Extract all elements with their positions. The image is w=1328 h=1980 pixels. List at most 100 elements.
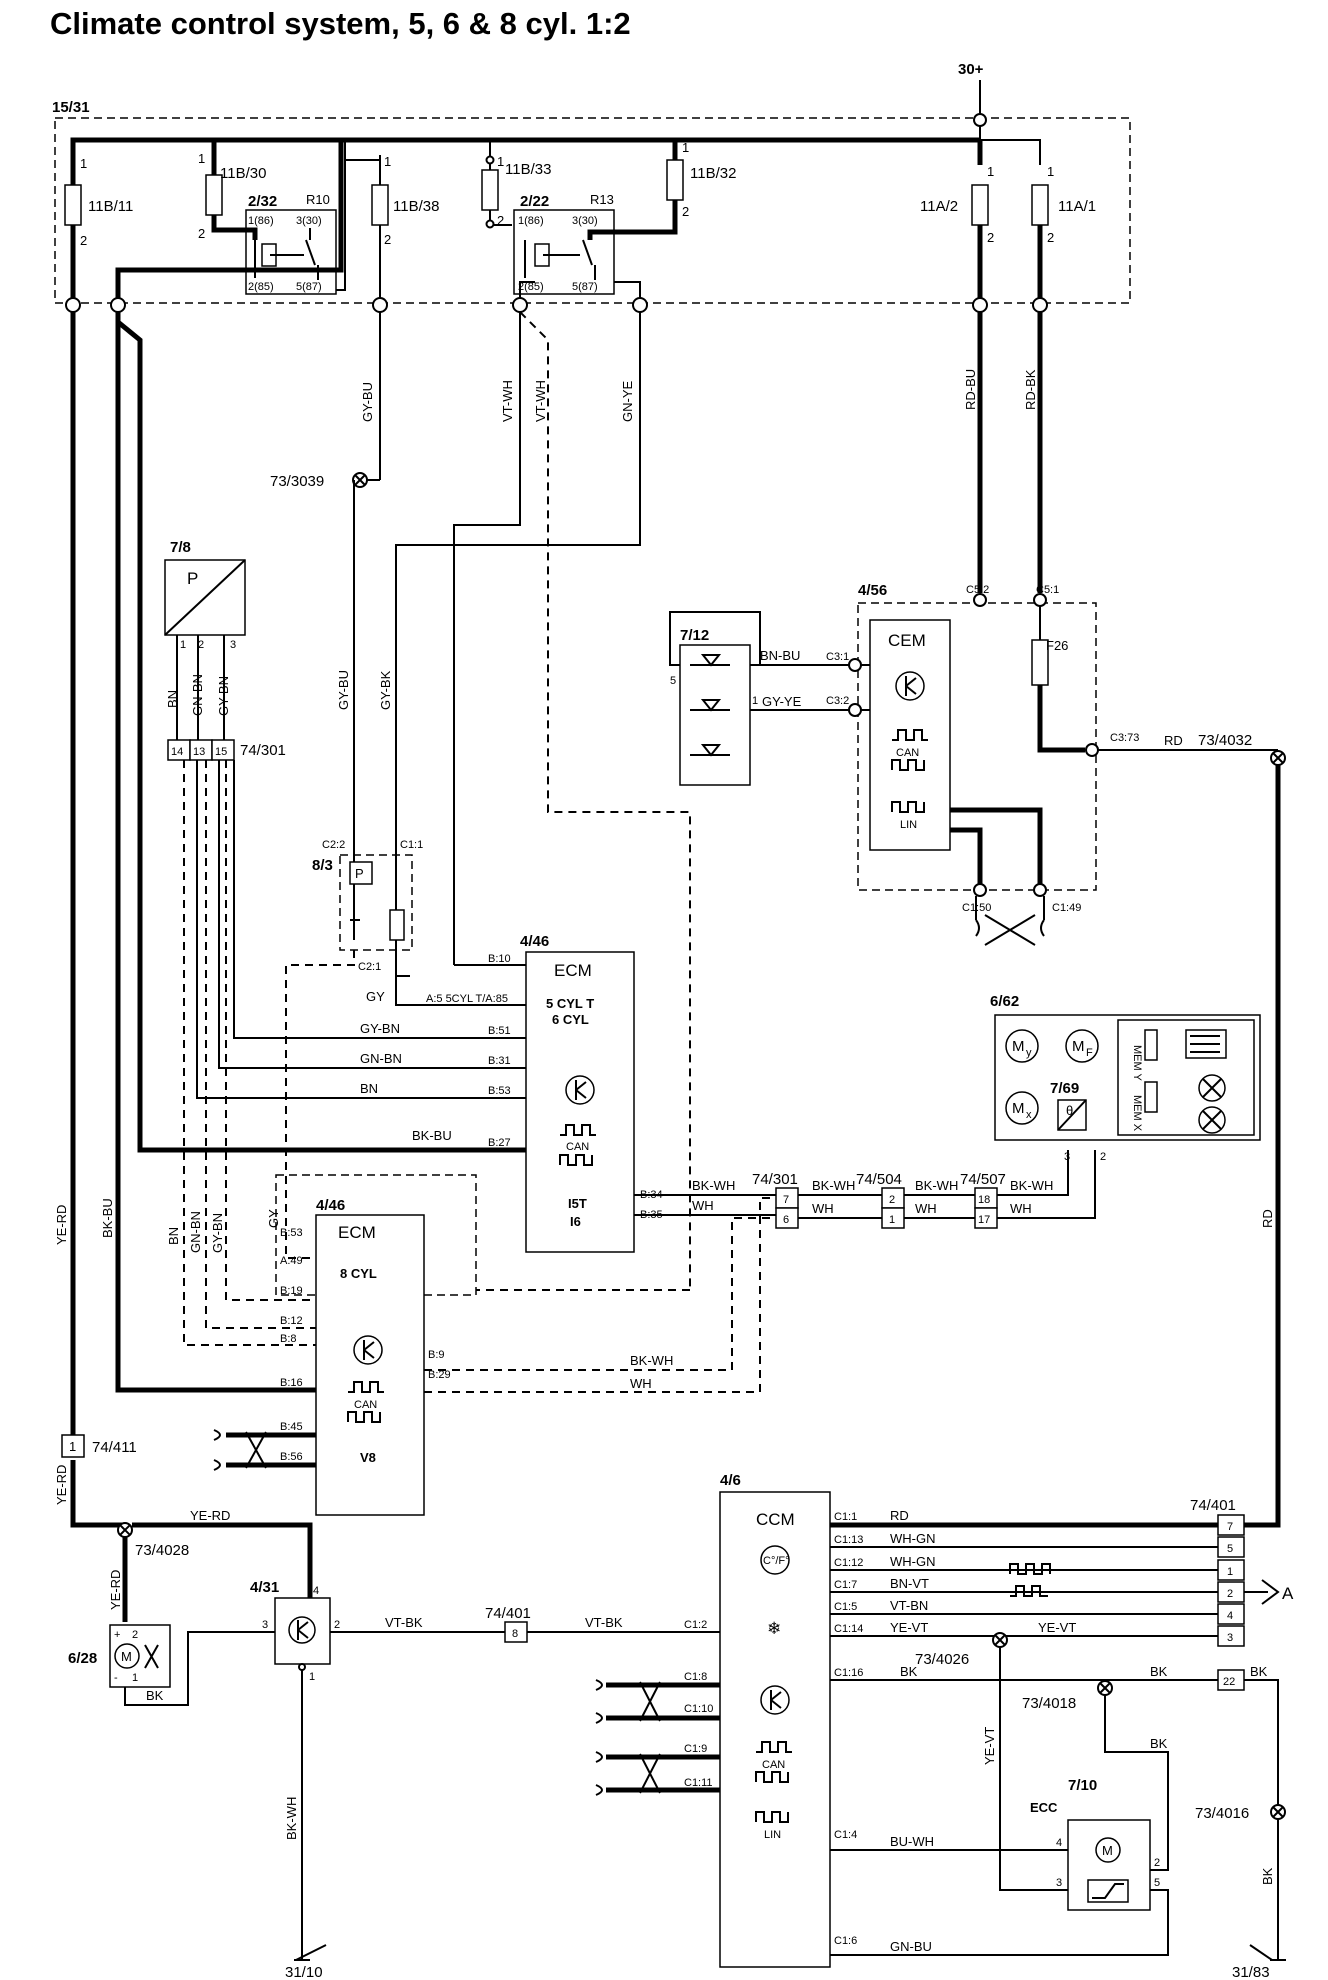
- svg-text:GN-YE: GN-YE: [620, 381, 635, 423]
- svg-text:GY-BU: GY-BU: [336, 670, 351, 710]
- svg-text:5 CYL T: 5 CYL T: [546, 996, 594, 1011]
- svg-text:RD-BU: RD-BU: [963, 369, 978, 410]
- svg-text:BK-WH: BK-WH: [1010, 1178, 1053, 1193]
- wires-from-7-8: BN GN-BN GY-BN: [165, 635, 231, 740]
- wires-to-ecm-56: BN GN-BN GY-BN GY BN GN-BN GY-BN: [166, 760, 526, 1346]
- svg-text:C1:1: C1:1: [400, 839, 423, 851]
- svg-text:CAN: CAN: [354, 1399, 377, 1411]
- svg-text:7/8: 7/8: [170, 539, 191, 556]
- svg-text:❄: ❄: [767, 1619, 781, 1638]
- svg-text:BK-WH: BK-WH: [630, 1353, 673, 1368]
- svg-text:74/507: 74/507: [960, 1171, 1006, 1188]
- svg-text:C1:8: C1:8: [684, 1671, 707, 1683]
- fuse-label: 11B/11: [88, 198, 133, 215]
- svg-text:V8: V8: [360, 1450, 376, 1465]
- svg-text:CAN: CAN: [896, 747, 919, 759]
- pressure-sensor-7-8: 7/8 P 1 2 3: [164, 539, 246, 651]
- svg-text:18: 18: [978, 1194, 990, 1206]
- svg-text:BK: BK: [1150, 1664, 1168, 1679]
- svg-text:VT-BN: VT-BN: [890, 1598, 928, 1613]
- svg-text:C3:73: C3:73: [1110, 732, 1139, 744]
- fuse-label: 11B/33: [505, 161, 551, 178]
- conn-74-401-b: 74/401 7 5 1 2 4 3 22 A BK 73/4016 BK 31…: [1190, 1497, 1294, 1980]
- svg-text:2: 2: [132, 1629, 138, 1641]
- svg-text:5(87): 5(87): [296, 281, 322, 293]
- svg-text:2: 2: [384, 232, 391, 247]
- svg-text:7/12: 7/12: [680, 627, 709, 644]
- svg-text:C1:9: C1:9: [684, 1743, 707, 1755]
- supply-label: 30+: [958, 61, 984, 78]
- svg-text:GY: GY: [266, 1209, 281, 1228]
- svg-text:C5:1: C5:1: [1036, 584, 1059, 596]
- svg-text:A:5 5CYL T/A:85: A:5 5CYL T/A:85: [426, 993, 508, 1005]
- svg-text:GY-YE: GY-YE: [762, 694, 802, 709]
- svg-text:1: 1: [1047, 164, 1054, 179]
- svg-text:MEM X: MEM X: [1131, 1095, 1143, 1132]
- svg-text:2: 2: [1047, 230, 1054, 245]
- svg-text:2: 2: [1100, 1151, 1106, 1163]
- svg-text:θ: θ: [1066, 1103, 1073, 1118]
- relay-id: 2/32: [248, 193, 277, 210]
- svg-text:8 CYL: 8 CYL: [340, 1266, 377, 1281]
- svg-text:C1:11: C1:11: [684, 1777, 713, 1789]
- svg-text:C1:7: C1:7: [834, 1579, 857, 1591]
- svg-text:15: 15: [215, 746, 227, 758]
- svg-text:WH: WH: [812, 1201, 834, 1216]
- svg-text:3: 3: [262, 1619, 268, 1631]
- svg-text:2: 2: [1227, 1588, 1233, 1600]
- svg-text:1: 1: [752, 695, 758, 707]
- page-title: Climate control system, 5, 6 & 8 cyl. 1:…: [50, 6, 631, 41]
- wire-gy-8cyl: [285, 950, 355, 1259]
- svg-text:3(30): 3(30): [296, 215, 322, 227]
- svg-text:WH: WH: [630, 1376, 652, 1391]
- fuse-label: 11A/1: [1058, 198, 1096, 215]
- svg-text:WH-GN: WH-GN: [890, 1531, 936, 1546]
- fusebox-label: 15/31: [52, 99, 90, 116]
- svg-text:7: 7: [783, 1194, 789, 1206]
- svg-text:C2:1: C2:1: [358, 961, 381, 973]
- svg-text:A:49: A:49: [280, 1255, 303, 1267]
- svg-text:VT-WH: VT-WH: [533, 380, 548, 422]
- svg-text:3: 3: [230, 639, 236, 651]
- svg-text:ECM: ECM: [554, 961, 592, 980]
- svg-text:BN-BU: BN-BU: [760, 648, 800, 663]
- svg-text:C3:1: C3:1: [826, 651, 849, 663]
- svg-text:CCM: CCM: [756, 1510, 795, 1529]
- svg-text:B:8: B:8: [280, 1333, 297, 1345]
- svg-text:4/46: 4/46: [316, 1197, 345, 1214]
- svg-text:VT-WH: VT-WH: [500, 380, 515, 422]
- svg-text:x: x: [1026, 1109, 1032, 1121]
- svg-text:B:29: B:29: [428, 1369, 451, 1381]
- svg-text:B:53: B:53: [280, 1227, 303, 1239]
- wire-group-top: GY-BU 73/3039 GY-BU VT-WH VT-WH GN-YE GY…: [270, 311, 1043, 1290]
- svg-text:1: 1: [132, 1672, 138, 1684]
- svg-text:3: 3: [1056, 1877, 1062, 1889]
- svg-text:13: 13: [193, 746, 205, 758]
- svg-text:6 CYL: 6 CYL: [552, 1012, 589, 1027]
- svg-text:14: 14: [171, 746, 183, 758]
- svg-text:M: M: [1012, 1100, 1025, 1117]
- svg-text:BK-WH: BK-WH: [915, 1178, 958, 1193]
- svg-text:C1:12: C1:12: [834, 1557, 863, 1569]
- svg-text:7/69: 7/69: [1050, 1080, 1079, 1097]
- conn-74-504: 74/504 2 1: [856, 1171, 905, 1229]
- svg-text:C1:13: C1:13: [834, 1534, 863, 1546]
- svg-text:F: F: [1086, 1047, 1093, 1059]
- svg-text:73/4026: 73/4026: [915, 1651, 969, 1668]
- svg-text:5: 5: [670, 675, 676, 687]
- relay-2-32: 2/32 R10 1(86) 3(30) 2(85) 5(87): [245, 192, 337, 295]
- svg-text:4/6: 4/6: [720, 1472, 741, 1489]
- fuse-11A-1: 1 2 11A/1: [1031, 164, 1096, 305]
- svg-text:GY: GY: [366, 989, 385, 1004]
- fan-control-4-31: 4/31 3 4 2 1 BK-WH 31/10: [250, 1579, 340, 1980]
- ccm-4-6: 4/6 CCM C°/F° ❄ CAN LIN C1:1 C1:13 C1:12…: [684, 1472, 863, 1968]
- svg-text:VT-BK: VT-BK: [585, 1615, 623, 1630]
- wire-relay1-out: [336, 159, 380, 291]
- svg-text:ECC: ECC: [1030, 1800, 1058, 1815]
- svg-text:BK-WH: BK-WH: [284, 1797, 299, 1840]
- svg-text:MEM Y: MEM Y: [1131, 1045, 1143, 1082]
- svg-text:2: 2: [497, 213, 504, 228]
- svg-text:C1:5: C1:5: [834, 1601, 857, 1613]
- svg-text:B:51: B:51: [488, 1025, 511, 1037]
- svg-text:BK-WH: BK-WH: [812, 1178, 855, 1193]
